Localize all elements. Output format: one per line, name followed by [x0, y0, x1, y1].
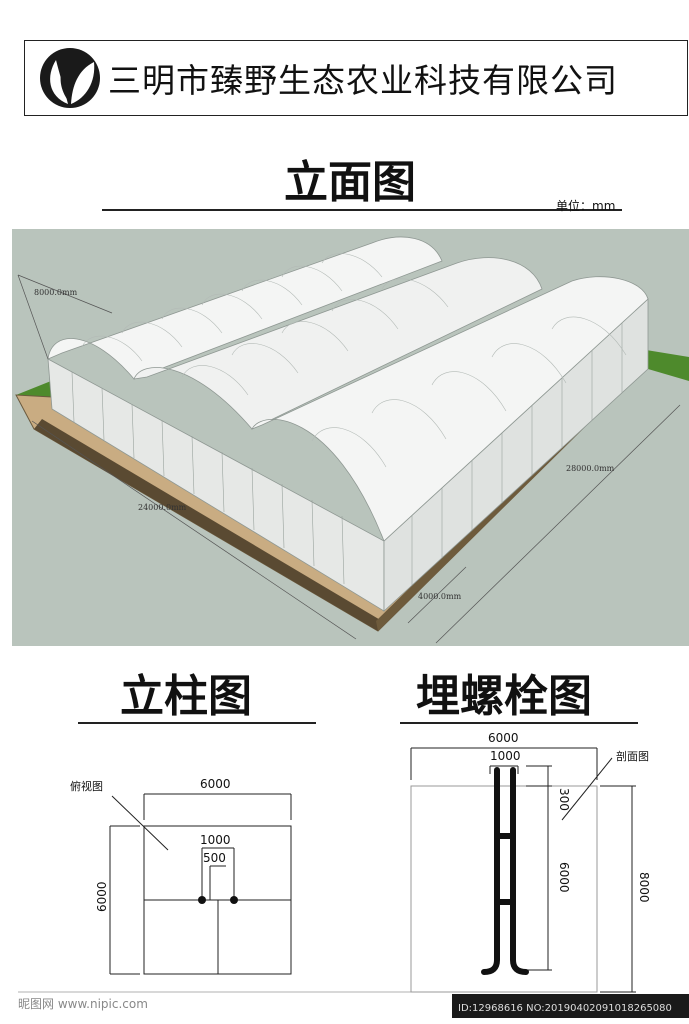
- column-view-rule: [78, 722, 316, 724]
- section-view-label: 剖面图: [616, 749, 649, 763]
- bolt-dim-top: 6000: [488, 731, 519, 745]
- bolt-dim-length: 6000: [557, 862, 571, 893]
- technical-drawings: 6000 6000 1000 500 俯视图 6000 1000 300 600…: [18, 731, 689, 1018]
- greenhouse-3d-scene: 8000.0mm 24000.0mm 28000.0mm 4000.0mm: [12, 229, 689, 646]
- bolt-right: [510, 767, 529, 975]
- roof-ribs: [81, 253, 627, 468]
- dim-height-label: 8000.0mm: [34, 288, 78, 297]
- roof-arch-1: [47, 236, 443, 380]
- elevation-title: 立面图: [284, 157, 416, 208]
- dim-span-label: 4000.0mm: [418, 592, 462, 601]
- roof-arch-2: [133, 257, 543, 430]
- wall-lines: [71, 323, 623, 585]
- footer-id-bar: [452, 994, 689, 1018]
- bolt-section-rect: [410, 785, 598, 993]
- footer-id: ID:12968616 NO:20190402091018265080: [458, 1003, 672, 1014]
- ground-edge: [34, 419, 382, 631]
- roof-arch-3: [251, 276, 649, 542]
- column-dim-inner: 500: [203, 851, 226, 865]
- dim-width-label: 24000.0mm: [138, 503, 187, 512]
- grass-right: [640, 349, 689, 381]
- header-box: [24, 40, 688, 116]
- bolt-view-rule: [400, 722, 638, 724]
- leaf-logo-icon: [40, 48, 100, 108]
- footer-watermark: 昵图网 www.nipic.com: [18, 997, 148, 1011]
- column-dim-left: 6000: [95, 881, 109, 912]
- bolt-dim-right-outer: 8000: [637, 872, 651, 903]
- column-view-title: 立柱图: [120, 671, 252, 722]
- unit-label: 单位：mm: [556, 199, 616, 213]
- bolt-left: [481, 767, 500, 975]
- bolt-dim-top-inner: 1000: [490, 749, 521, 763]
- bolt-section-view: [410, 747, 636, 993]
- column-dim-inner-outer: 1000: [200, 833, 231, 847]
- dim-length-label: 28000.0mm: [566, 464, 615, 473]
- column-bolt-right: [230, 896, 238, 904]
- anchor-bolts: [481, 767, 529, 975]
- company-name: 三明市臻野生态农业科技有限公司: [108, 61, 618, 100]
- top-view-label: 俯视图: [70, 779, 103, 793]
- column-top-view: [109, 793, 292, 975]
- bolt-view-title: 埋螺栓图: [416, 671, 592, 722]
- column-dim-top: 6000: [200, 777, 231, 791]
- bolt-dim-right-top: 300: [557, 788, 571, 811]
- elevation-title-rule: [102, 209, 622, 211]
- dimension-lines: [17, 274, 681, 644]
- column-bolt-left: [198, 896, 206, 904]
